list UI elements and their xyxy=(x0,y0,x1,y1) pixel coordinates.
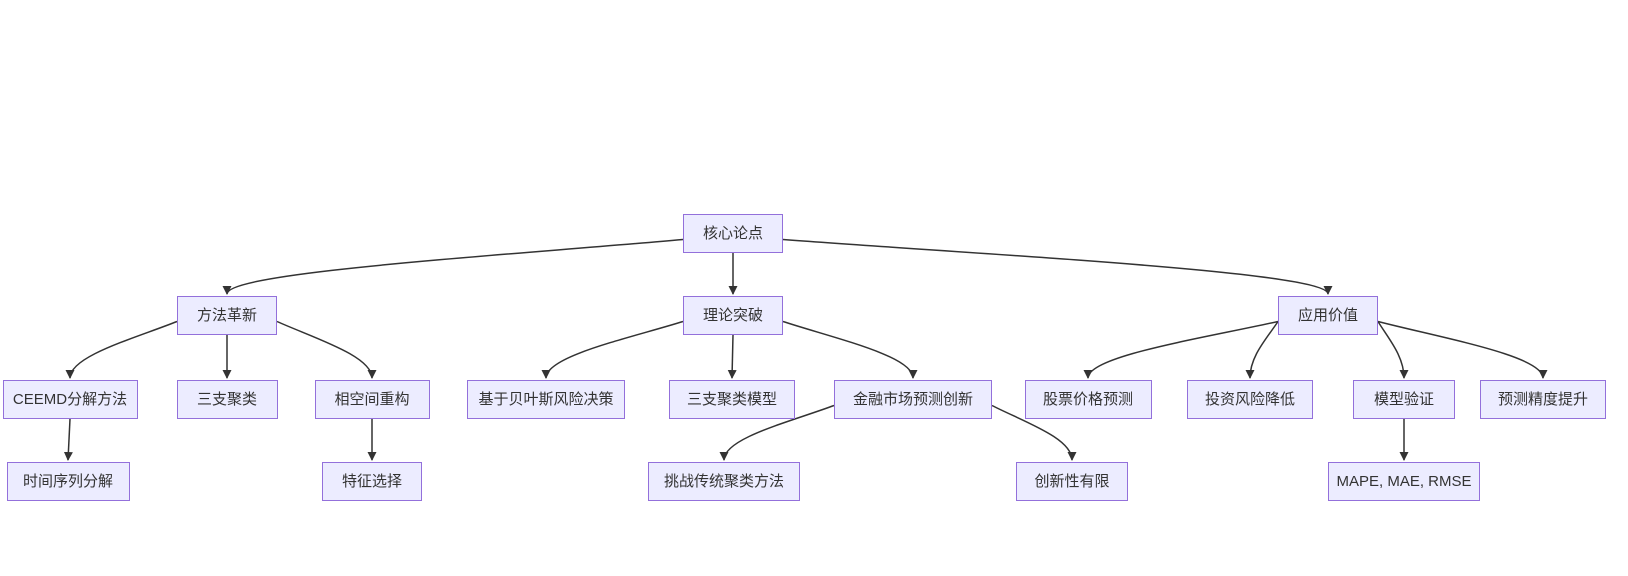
node-application: 应用价值 xyxy=(1278,296,1378,335)
edge-core-application xyxy=(782,238,1333,295)
node-core: 核心论点 xyxy=(683,214,783,253)
node-fin-innov: 金融市场预测创新 xyxy=(834,380,992,419)
edge-fin-innov-challenge xyxy=(719,404,835,461)
edge-application-risk xyxy=(1245,321,1279,379)
node-timeseries: 时间序列分解 xyxy=(6,462,130,501)
node-twc-model: 三支聚类模型 xyxy=(669,380,795,419)
edge-core-method xyxy=(222,238,684,295)
node-risk: 投资风险降低 xyxy=(1187,380,1313,419)
node-limited: 创新性有限 xyxy=(1016,462,1128,501)
node-threeway: 三支聚类 xyxy=(176,380,278,419)
node-ceemd: CEEMD分解方法 xyxy=(2,380,138,419)
node-validation: 模型验证 xyxy=(1353,380,1455,419)
edge-theory-fin-innov xyxy=(782,320,918,379)
edge-theory-bayes xyxy=(541,320,684,379)
node-metrics: MAPE, MAE, RMSE xyxy=(1328,462,1480,501)
node-method: 方法革新 xyxy=(177,296,277,335)
node-theory: 理论突破 xyxy=(683,296,783,335)
edge-application-accuracy xyxy=(1377,320,1548,379)
node-stock: 股票价格预测 xyxy=(1024,380,1152,419)
node-bayes: 基于贝叶斯风险决策 xyxy=(467,380,625,419)
edge-fin-innov-limited xyxy=(991,404,1077,461)
edge-application-validation xyxy=(1377,321,1409,379)
edge-theory-twc-model xyxy=(727,334,737,379)
node-phase: 相空间重构 xyxy=(314,380,430,419)
edge-application-stock xyxy=(1083,320,1279,379)
node-challenge: 挑战传统聚类方法 xyxy=(648,462,800,501)
edge-ceemd-timeseries xyxy=(63,418,73,461)
edge-method-phase xyxy=(276,320,377,379)
node-feature: 特征选择 xyxy=(322,462,422,501)
edge-method-ceemd xyxy=(65,320,178,379)
node-accuracy: 预测精度提升 xyxy=(1480,380,1606,419)
